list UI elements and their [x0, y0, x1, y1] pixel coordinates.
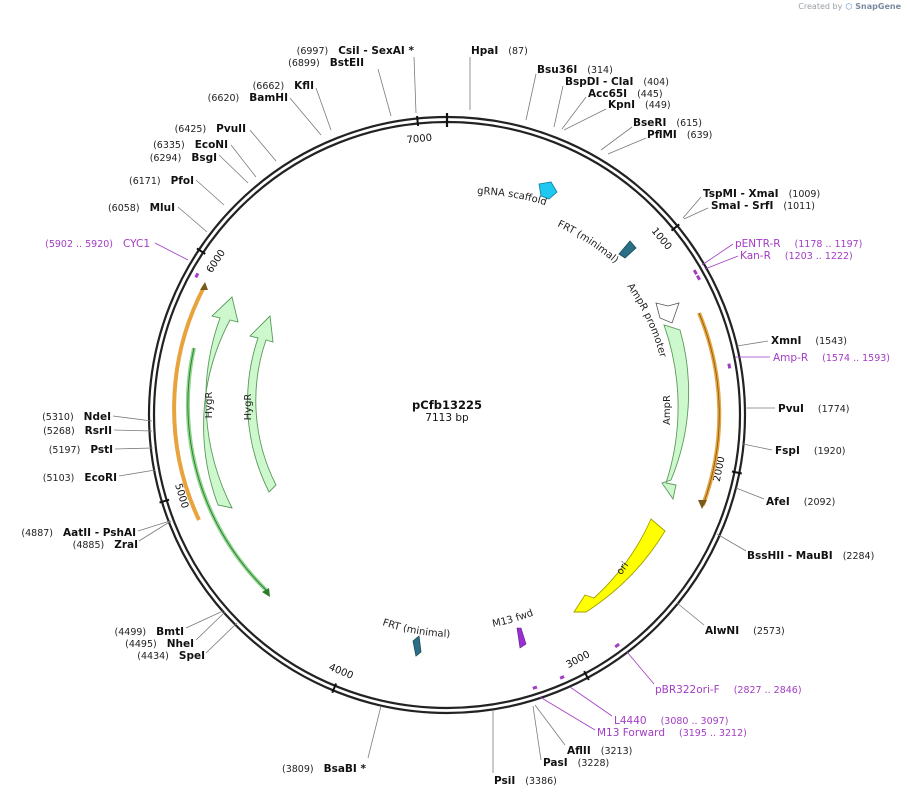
enzyme-site[interactable]: (4887)AatII - PshAI	[21, 527, 136, 539]
feature-hygr-outer-label: HygR	[204, 392, 215, 419]
feature-grna-scaffold-icon[interactable]	[538, 181, 558, 200]
orf-green-arrowhead	[262, 588, 270, 597]
enzyme-site[interactable]: (5197)PstI	[49, 444, 113, 456]
feature-frt-bottom-label: FRT (minimal)	[381, 617, 450, 640]
enzyme-site[interactable]: (6294)BsgI	[150, 152, 217, 164]
tick-label: 3000	[564, 649, 592, 671]
tick-mark	[196, 247, 206, 255]
snapgene-watermark: Created by ⬡ SnapGene	[798, 2, 901, 11]
tick-mark	[731, 470, 742, 475]
enzyme-site[interactable]: (6171)PfoI	[129, 175, 194, 187]
enzyme-site[interactable]: (4885)ZraI	[73, 539, 138, 551]
feature-ampr-label: AmpR	[662, 395, 673, 425]
feature-m13-fwd-label: M13 fwd	[491, 608, 534, 630]
feature-hygr-inner-label: HygR	[243, 394, 254, 421]
enzyme-site[interactable]: (4495)NheI	[125, 638, 194, 650]
tick-label: 6000	[205, 248, 228, 275]
feature-frt-bottom-icon[interactable]	[412, 635, 422, 657]
feature-grna-scaffold-label: gRNA scaffold	[477, 186, 548, 208]
enzyme-site[interactable]: KpnI(449)	[608, 99, 671, 111]
tick-label: 1000	[649, 226, 674, 253]
tick-label: 4000	[327, 662, 355, 682]
enzyme-site[interactable]: AlwNI(2573)	[705, 625, 785, 637]
enzyme-site[interactable]: Bsu36I(314)	[537, 64, 613, 76]
enzyme-site[interactable]: (4499)BmtI	[115, 626, 184, 638]
enzyme-site[interactable]: XmnI(1543)	[771, 335, 847, 347]
enzyme-site[interactable]: (6620)BamHI	[208, 92, 288, 104]
tick-mark	[159, 498, 170, 504]
primer-label[interactable]: (5902 .. 5920)CYC1	[45, 238, 150, 250]
enzyme-site[interactable]: (3809)BsaBI *	[282, 763, 366, 775]
enzyme-site[interactable]: (6335)EcoNI	[153, 139, 228, 151]
tick-mark	[331, 683, 338, 694]
enzyme-site[interactable]: PflMI(639)	[647, 129, 712, 141]
primer-mark	[532, 685, 538, 690]
enzyme-site[interactable]: (6662)KflI	[253, 80, 314, 92]
enzyme-site[interactable]: PsiI(3386)	[494, 775, 557, 787]
enzyme-site[interactable]: (5103)EcoRI	[43, 472, 117, 484]
tick-mark	[416, 115, 420, 127]
plasmid-name: pCfb13225	[412, 398, 482, 412]
primer-labels: pENTR-R(1178 .. 1197) Kan-R(1203 .. 1222…	[45, 238, 890, 739]
feature-hygr-inner-arrow[interactable]	[247, 315, 277, 493]
orf-green-line	[187, 347, 267, 591]
enzyme-site[interactable]: Acc65I(445)	[588, 88, 663, 100]
primer-mark	[194, 272, 200, 279]
enzyme-site[interactable]: PvuI(1774)	[778, 403, 850, 415]
feature-ampr-promoter-icon[interactable]	[655, 302, 680, 324]
primer-marks	[194, 269, 732, 690]
snapgene-logo-icon: ⬡	[845, 2, 853, 11]
primer-label[interactable]: Kan-R(1203 .. 1222)	[740, 250, 853, 262]
orf-left-arrowhead	[200, 282, 208, 290]
feature-frt-top-icon[interactable]	[618, 240, 637, 259]
feature-frt-top-label: FRT (minimal)	[556, 219, 621, 266]
orf-left	[172, 286, 206, 521]
primer-label[interactable]: M13 Forward(3195 .. 3212)	[597, 727, 747, 739]
primer-mark	[614, 642, 621, 649]
primer-label[interactable]: pENTR-R(1178 .. 1197)	[735, 238, 862, 250]
enzyme-site[interactable]: (5268)RsrII	[43, 425, 112, 437]
primer-label[interactable]: L4440(3080 .. 3097)	[614, 715, 728, 727]
enzyme-site[interactable]: PasI(3228)	[543, 757, 609, 769]
enzyme-site[interactable]: (5310)NdeI	[42, 411, 111, 423]
enzyme-labels: HpaI(87) Bsu36I(314) BspDI - ClaI(404) A…	[21, 45, 874, 787]
feature-ampr-arrow[interactable]	[661, 324, 690, 501]
enzyme-site[interactable]: FspI(1920)	[775, 445, 845, 457]
enzyme-site[interactable]: (4434)SpeI	[137, 650, 205, 662]
watermark-brand: SnapGene	[855, 2, 901, 11]
enzyme-site[interactable]: BssHII - MauBI(2284)	[747, 550, 874, 562]
orf-right-arrowhead	[698, 500, 707, 509]
watermark-prefix: Created by	[798, 2, 843, 11]
feature-m13-fwd-icon[interactable]	[516, 627, 527, 649]
tick-label: 7000	[406, 133, 432, 146]
enzyme-site[interactable]: TspMI - XmaI(1009)	[703, 188, 820, 200]
plasmid-length: 7113 bp	[425, 412, 469, 424]
primer-mark	[692, 269, 698, 276]
enzyme-site[interactable]: HpaI(87)	[471, 45, 528, 57]
enzyme-site[interactable]: (6425)PvuII	[175, 123, 246, 135]
feature-ori-arrow[interactable]	[573, 518, 666, 613]
feature-hygr-outer-arrow[interactable]	[203, 296, 239, 509]
enzyme-site[interactable]: AflII(3213)	[567, 745, 632, 757]
enzyme-site[interactable]: (6997)CsiI - SexAI *	[297, 45, 415, 57]
feature-ampr-promoter-label: AmpR promoter	[625, 281, 669, 359]
primer-label[interactable]: pBR322ori-F(2827 .. 2846)	[655, 684, 802, 696]
orf-right-line	[698, 312, 720, 506]
primer-mark	[559, 675, 565, 680]
primer-mark	[727, 363, 732, 369]
tick-mark	[670, 223, 680, 232]
enzyme-site[interactable]: BseRI(615)	[633, 117, 702, 129]
enzyme-site[interactable]: AfeI(2092)	[766, 496, 835, 508]
tick-mark	[583, 670, 590, 681]
enzyme-site[interactable]: BspDI - ClaI(404)	[565, 76, 669, 88]
enzyme-site[interactable]: SmaI - SrfI(1011)	[711, 200, 815, 212]
primer-label[interactable]: Amp-R(1574 .. 1593)	[773, 352, 890, 364]
enzyme-site[interactable]: (6058)MluI	[108, 202, 175, 214]
primer-mark	[695, 274, 701, 281]
enzyme-site[interactable]: (6899)BstEII	[288, 57, 364, 69]
